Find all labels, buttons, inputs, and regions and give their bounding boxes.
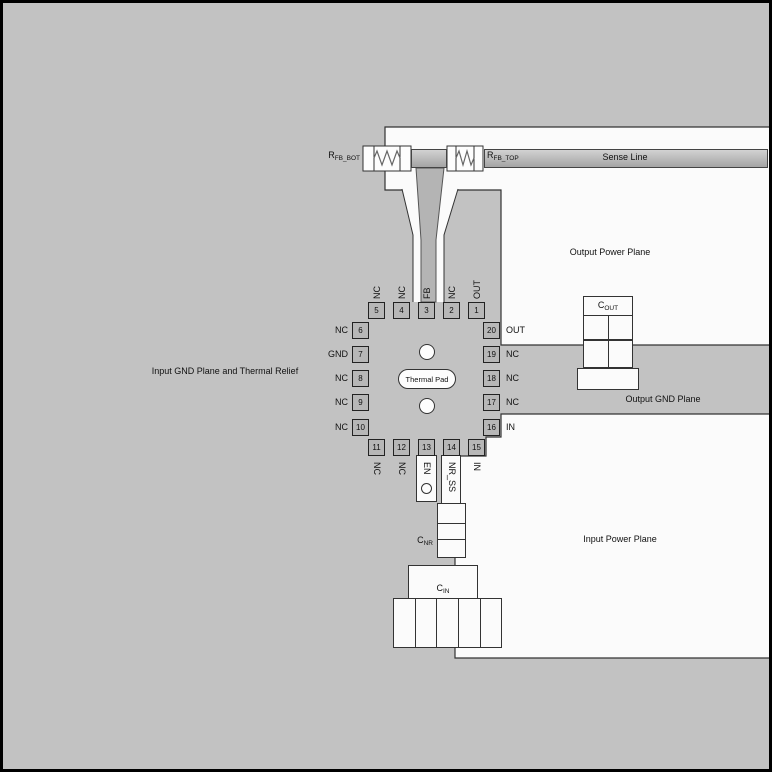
cin-label: CIN [436, 583, 450, 595]
output-power-plane-label: Output Power Plane [569, 247, 651, 257]
cout-label: COUT [597, 300, 619, 312]
pin-5: 5 [368, 302, 385, 319]
cin-label-pad: CIN [408, 565, 478, 599]
pin-13: 13 [418, 439, 435, 456]
input-power-plane-label: Input Power Plane [583, 534, 657, 544]
pin-7-label: GND [328, 349, 348, 359]
pin-16-label: IN [506, 422, 515, 432]
pin-2: 2 [443, 302, 460, 319]
en-via [421, 483, 432, 494]
pin-8-label: NC [335, 373, 348, 383]
cin-pad-divider [415, 598, 416, 648]
pin-9: 9 [352, 394, 369, 411]
r-fb-top-label: RFB_TOP [487, 150, 519, 162]
pin-20: 20 [483, 322, 500, 339]
pin-13-label: EN [422, 462, 432, 475]
pin-19: 19 [483, 346, 500, 363]
pin-18: 18 [483, 370, 500, 387]
output-gnd-plane-label: Output GND Plane [625, 394, 701, 404]
pin-8: 8 [352, 370, 369, 387]
pin-3-label: FB [422, 287, 432, 299]
sense-line-trace [484, 149, 768, 168]
pin-18-label: NC [506, 373, 519, 383]
pin-16: 16 [483, 419, 500, 436]
pin-7: 7 [352, 346, 369, 363]
pin-17: 17 [483, 394, 500, 411]
pin-1: 1 [468, 302, 485, 319]
fb-trace-surround-edge-left [401, 188, 414, 302]
cnr-footprint [437, 503, 466, 558]
r-fb-bot-label: RFB_BOT [328, 150, 360, 162]
resistor-zigzag-icon [455, 148, 475, 168]
r-fb-bot-footprint [362, 145, 412, 172]
thermal-pad-label: Thermal Pad [405, 374, 449, 384]
fb-resistor-connector-trace [411, 149, 447, 168]
pin-15: 15 [468, 439, 485, 456]
thermal-via [419, 344, 435, 360]
pin-17-label: NC [506, 397, 519, 407]
pin-11-label: NC [372, 462, 382, 475]
cout-label-pad: COUT [583, 296, 633, 316]
pin-10-label: NC [335, 422, 348, 432]
input-gnd-plane-label: Input GND Plane and Thermal Relief [151, 366, 299, 376]
pin-3: 3 [418, 302, 435, 319]
output-power-plane-shape [384, 126, 772, 346]
pin-4: 4 [393, 302, 410, 319]
pin-10: 10 [352, 419, 369, 436]
r-fb-top-footprint [446, 145, 484, 172]
cout-gnd-pad [577, 368, 639, 390]
pin-5-label: NC [372, 286, 382, 299]
cnr-label: CNR [417, 535, 433, 547]
pin-14: 14 [443, 439, 460, 456]
pin-20-label: OUT [506, 325, 525, 335]
pin-12: 12 [393, 439, 410, 456]
pin-2-label: NC [447, 286, 457, 299]
pin-12-label: NC [397, 462, 407, 475]
pin-1-label: OUT [472, 280, 482, 299]
fb-trace-surround-edge-right [443, 188, 459, 302]
fb-trace-core [415, 167, 445, 303]
pin-15-label: IN [472, 462, 482, 471]
pin-9-label: NC [335, 397, 348, 407]
pin-14-label: NR_SS [447, 462, 457, 493]
pin-6-label: NC [335, 325, 348, 335]
cin-pad-divider [480, 598, 481, 648]
pin-19-label: NC [506, 349, 519, 359]
pin-6: 6 [352, 322, 369, 339]
pin-11: 11 [368, 439, 385, 456]
thermal-pad: Thermal Pad [398, 369, 456, 389]
resistor-zigzag-icon [373, 149, 401, 167]
thermal-via [419, 398, 435, 414]
pin-4-label: NC [397, 286, 407, 299]
cout-pad-divider [608, 315, 609, 368]
cnr-pad-divider [437, 523, 466, 524]
cnr-pad-divider [437, 539, 466, 540]
sense-line-label: Sense Line [602, 152, 648, 162]
